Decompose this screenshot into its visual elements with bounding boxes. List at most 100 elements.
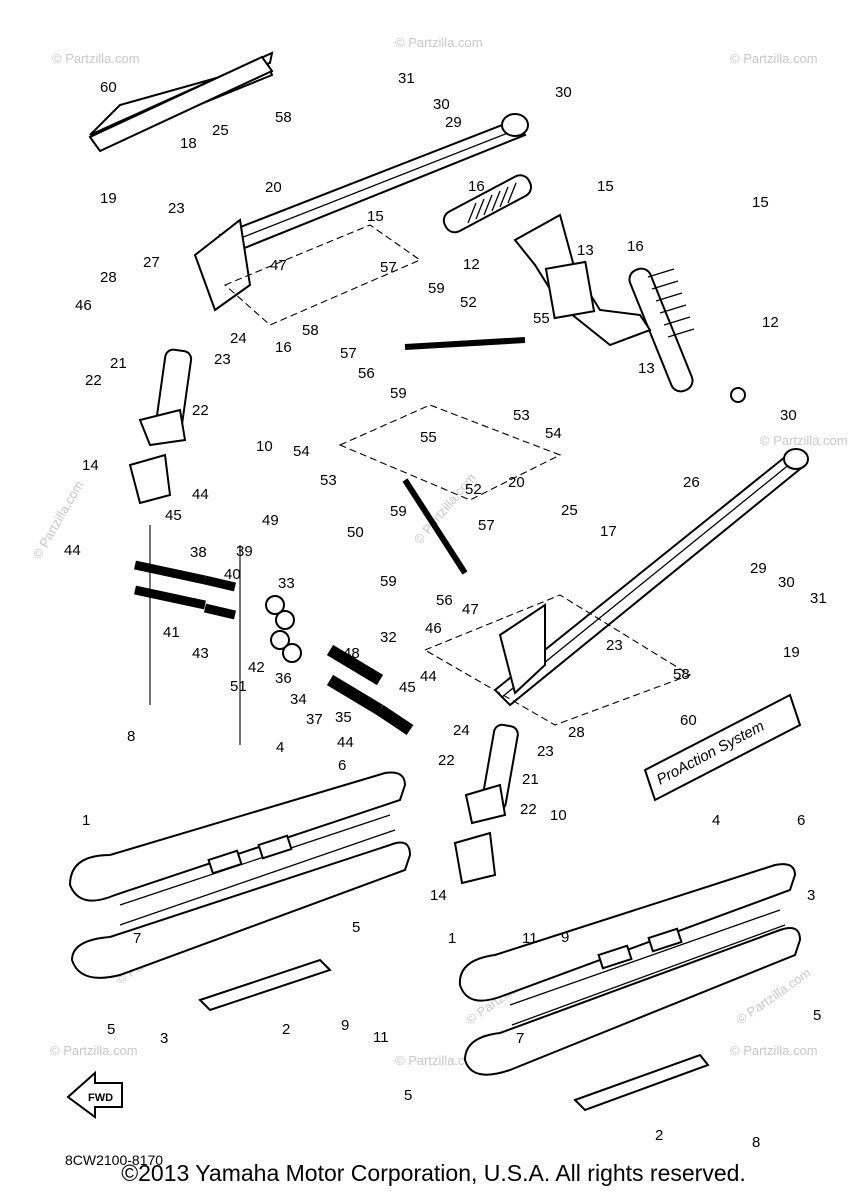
callout-number[interactable]: 36 <box>275 670 292 687</box>
callout-number[interactable]: 16 <box>275 339 292 356</box>
callout-number[interactable]: 31 <box>810 590 827 607</box>
callout-number[interactable]: 25 <box>212 122 229 139</box>
callout-number[interactable]: 60 <box>680 712 697 729</box>
callout-number[interactable]: 41 <box>163 624 180 641</box>
callout-number[interactable]: 21 <box>522 771 539 788</box>
callout-number[interactable]: 40 <box>224 566 241 583</box>
callout-number[interactable]: 11 <box>373 1029 389 1046</box>
callout-number[interactable]: 15 <box>597 178 614 195</box>
callout-number[interactable]: 34 <box>290 691 307 708</box>
callout-number[interactable]: 6 <box>338 757 346 774</box>
callout-number[interactable]: 51 <box>230 678 247 695</box>
callout-number[interactable]: 20 <box>508 474 525 491</box>
callout-number[interactable]: 47 <box>270 257 287 274</box>
callout-number[interactable]: 1 <box>82 812 90 829</box>
callout-number[interactable]: 48 <box>343 645 360 662</box>
callout-number[interactable]: 19 <box>100 190 117 207</box>
callout-number[interactable]: 58 <box>673 666 690 683</box>
callout-number[interactable]: 55 <box>533 310 550 327</box>
callout-number[interactable]: 37 <box>306 711 323 728</box>
callout-number[interactable]: 13 <box>638 360 655 377</box>
callout-number[interactable]: 9 <box>341 1017 349 1034</box>
callout-number[interactable]: 43 <box>192 645 209 662</box>
callout-number[interactable]: 59 <box>390 385 407 402</box>
callout-number[interactable]: 42 <box>248 659 265 676</box>
callout-number[interactable]: 59 <box>428 280 445 297</box>
callout-number[interactable]: 45 <box>165 507 182 524</box>
callout-number[interactable]: 57 <box>478 517 495 534</box>
callout-number[interactable]: 45 <box>399 679 416 696</box>
callout-number[interactable]: 7 <box>516 1030 524 1047</box>
callout-number[interactable]: 22 <box>85 372 102 389</box>
callout-number[interactable]: 30 <box>555 84 572 101</box>
callout-number[interactable]: 59 <box>380 573 397 590</box>
callout-number[interactable]: 26 <box>683 474 700 491</box>
callout-number[interactable]: 19 <box>783 644 800 661</box>
callout-number[interactable]: 23 <box>537 743 554 760</box>
callout-number[interactable]: 56 <box>358 365 375 382</box>
callout-number[interactable]: 12 <box>762 314 779 331</box>
callout-number[interactable]: 39 <box>236 543 253 560</box>
callout-number[interactable]: 22 <box>520 801 537 818</box>
callout-number[interactable]: 15 <box>752 194 769 211</box>
callout-number[interactable]: 44 <box>192 486 209 503</box>
callout-number[interactable]: 53 <box>320 472 337 489</box>
callout-number[interactable]: 30 <box>433 96 450 113</box>
callout-number[interactable]: 20 <box>265 179 282 196</box>
callout-number[interactable]: 3 <box>160 1030 168 1047</box>
callout-number[interactable]: 22 <box>192 402 209 419</box>
callout-number[interactable]: 24 <box>453 722 470 739</box>
callout-number[interactable]: 11 <box>522 930 538 947</box>
callout-number[interactable]: 31 <box>398 70 415 87</box>
callout-number[interactable]: 29 <box>750 560 767 577</box>
callout-number[interactable]: 49 <box>262 512 279 529</box>
callout-number[interactable]: 14 <box>82 457 99 474</box>
callout-number[interactable]: 16 <box>627 238 644 255</box>
callout-number[interactable]: 35 <box>335 709 352 726</box>
callout-number[interactable]: 33 <box>278 575 295 592</box>
callout-number[interactable]: 8 <box>127 728 135 745</box>
callout-number[interactable]: 23 <box>606 637 623 654</box>
callout-number[interactable]: 44 <box>337 734 354 751</box>
callout-number[interactable]: 52 <box>465 481 482 498</box>
callout-number[interactable]: 46 <box>425 620 442 637</box>
callout-number[interactable]: 59 <box>390 503 407 520</box>
callout-number[interactable]: 23 <box>214 351 231 368</box>
callout-number[interactable]: 12 <box>463 256 480 273</box>
callout-number[interactable]: 7 <box>133 930 141 947</box>
callout-number[interactable]: 14 <box>430 887 447 904</box>
callout-number[interactable]: 4 <box>712 812 720 829</box>
callout-number[interactable]: 23 <box>168 200 185 217</box>
callout-number[interactable]: 17 <box>600 523 617 540</box>
callout-number[interactable]: 55 <box>420 429 437 446</box>
callout-number[interactable]: 24 <box>230 330 247 347</box>
callout-number[interactable]: 44 <box>420 668 437 685</box>
callout-number[interactable]: 8 <box>752 1134 760 1151</box>
callout-number[interactable]: 58 <box>302 322 319 339</box>
callout-number[interactable]: 46 <box>75 297 92 314</box>
callout-number[interactable]: 25 <box>561 502 578 519</box>
callout-number[interactable]: 4 <box>276 739 284 756</box>
callout-number[interactable]: 38 <box>190 544 207 561</box>
callout-number[interactable]: 56 <box>436 592 453 609</box>
callout-number[interactable]: 57 <box>380 259 397 276</box>
callout-number[interactable]: 28 <box>568 724 585 741</box>
callout-number[interactable]: 27 <box>143 254 160 271</box>
callout-number[interactable]: 22 <box>438 752 455 769</box>
callout-number[interactable]: 57 <box>340 345 357 362</box>
callout-number[interactable]: 50 <box>347 524 364 541</box>
callout-number[interactable]: 28 <box>100 269 117 286</box>
callout-number[interactable]: 10 <box>550 807 567 824</box>
callout-number[interactable]: 44 <box>64 542 81 559</box>
callout-number[interactable]: 6 <box>797 812 805 829</box>
callout-number[interactable]: 60 <box>100 79 117 96</box>
callout-number[interactable]: 10 <box>256 438 273 455</box>
callout-number[interactable]: 5 <box>404 1087 412 1104</box>
callout-number[interactable]: 2 <box>282 1021 290 1038</box>
callout-number[interactable]: 54 <box>293 443 310 460</box>
callout-number[interactable]: 52 <box>460 294 477 311</box>
callout-number[interactable]: 47 <box>462 601 479 618</box>
callout-number[interactable]: 29 <box>445 114 462 131</box>
callout-number[interactable]: 18 <box>180 135 197 152</box>
callout-number[interactable]: 13 <box>577 242 594 259</box>
